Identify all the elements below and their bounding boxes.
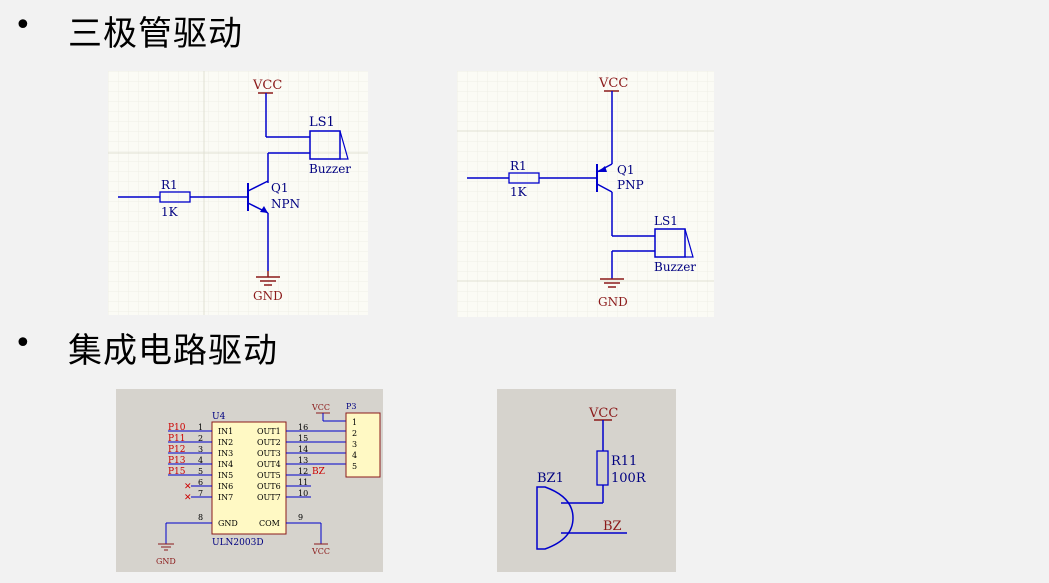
uln-connector-pin: 5 bbox=[352, 462, 357, 471]
uln-in-name: IN4 bbox=[218, 460, 233, 469]
pnp-schematic: VCC R1 1K Q1 PNP LS1 Buzzer GND bbox=[457, 71, 714, 317]
uln-in-pin: 7 bbox=[198, 489, 203, 498]
pnp-resistor-val: 1K bbox=[510, 185, 528, 199]
npn-vcc-label: VCC bbox=[252, 78, 282, 93]
uln-in-pin: 2 bbox=[198, 434, 203, 443]
uln-no-connect: ✕ bbox=[184, 482, 192, 492]
pnp-vcc-label: VCC bbox=[598, 76, 628, 91]
npn-gnd-label: GND bbox=[253, 289, 283, 303]
uln-out-pin: 16 bbox=[298, 423, 308, 432]
npn-speaker-symbol bbox=[309, 130, 341, 160]
uln-com-name: COM bbox=[259, 519, 280, 528]
pnp-transistor-type: PNP bbox=[617, 178, 644, 192]
uln-in-net: P15 bbox=[168, 467, 186, 477]
uln-out-name: OUT6 bbox=[257, 482, 281, 491]
uln-output-wires bbox=[286, 430, 346, 498]
uln-out-pin: 14 bbox=[298, 445, 308, 454]
uln-chip-name: ULN2003D bbox=[212, 538, 264, 548]
uln-out-name: OUT1 bbox=[257, 427, 281, 436]
pnp-speaker-symbol bbox=[654, 228, 686, 258]
uln-vcc-bottom: VCC bbox=[311, 547, 330, 556]
pnp-resistor-ref: R1 bbox=[510, 159, 527, 173]
bz-vcc-label: VCC bbox=[588, 406, 618, 421]
npn-transistor-type: NPN bbox=[271, 197, 300, 211]
npn-resistor-val: 1K bbox=[161, 205, 179, 219]
bullet-2: • bbox=[14, 326, 32, 361]
uln-out-name: OUT3 bbox=[257, 449, 281, 458]
heading-ic-drive: 集成电路驱动 bbox=[68, 331, 278, 371]
uln-connector-pin: 1 bbox=[352, 418, 357, 427]
uln-connector-pin: 2 bbox=[352, 429, 357, 438]
uln-in-name: IN7 bbox=[218, 493, 233, 502]
buzzer-schematic: VCC R11 100R BZ1 BZ bbox=[497, 389, 676, 572]
uln-bz-net: BZ bbox=[312, 467, 325, 477]
uln-no-connect: ✕ bbox=[184, 493, 192, 503]
pnp-speaker-val: Buzzer bbox=[654, 260, 696, 274]
heading-transistor-drive: 三极管驱动 bbox=[68, 14, 243, 54]
uln-gnd-label: GND bbox=[156, 557, 176, 566]
uln-in-net: P10 bbox=[168, 423, 186, 433]
uln-in-name: IN5 bbox=[218, 471, 233, 480]
uln-vcc-top: VCC bbox=[311, 403, 330, 412]
uln-gnd-name: GND bbox=[218, 519, 238, 528]
uln-out-name: OUT5 bbox=[257, 471, 281, 480]
uln-out-pin: 10 bbox=[298, 489, 308, 498]
uln-out-pin: 12 bbox=[298, 467, 308, 476]
bz-resistor-ref: R11 bbox=[611, 454, 637, 469]
uln-in-pin: 5 bbox=[198, 467, 203, 476]
uln-in-net: P13 bbox=[168, 456, 186, 466]
uln-in-name: IN6 bbox=[218, 482, 233, 491]
bz-net-label: BZ bbox=[603, 519, 622, 534]
uln-connector-body bbox=[345, 412, 381, 478]
uln-out-name: OUT7 bbox=[257, 493, 281, 502]
uln-in-name: IN2 bbox=[218, 438, 233, 447]
uln-inputs bbox=[168, 430, 212, 498]
uln-in-net: P11 bbox=[168, 434, 186, 444]
npn-schematic: VCC LS1 Buzzer R1 1K Q1 NPN GND bbox=[108, 71, 368, 315]
pnp-transistor-ref: Q1 bbox=[617, 163, 634, 177]
uln-connector-pin: 4 bbox=[352, 451, 357, 460]
uln-out-name: OUT4 bbox=[257, 460, 281, 469]
uln-in-pin: 6 bbox=[198, 478, 203, 487]
uln-in-net: P12 bbox=[168, 445, 186, 455]
uln2003-schematic: U4 ULN2003D P10 P11 P12 P13 P15 ✕ ✕ 1 2 … bbox=[116, 389, 383, 572]
uln-out-pin: 13 bbox=[298, 456, 308, 465]
bz-buzzer-symbol bbox=[536, 486, 574, 550]
bullet-1: • bbox=[14, 8, 32, 43]
uln-in-pin: 1 bbox=[198, 423, 203, 432]
uln-in-name: IN3 bbox=[218, 449, 233, 458]
pnp-gnd-label: GND bbox=[598, 295, 628, 309]
uln-in-pin: 4 bbox=[198, 456, 203, 465]
uln-out-name: OUT2 bbox=[257, 438, 281, 447]
uln-in-name: IN1 bbox=[218, 427, 233, 436]
uln-gnd-pin: 8 bbox=[198, 513, 203, 522]
pnp-speaker-ref: LS1 bbox=[654, 214, 678, 228]
uln-connector-ref: P3 bbox=[346, 402, 356, 411]
bz-resistor-val: 100R bbox=[611, 471, 647, 486]
bz-buzzer-ref: BZ1 bbox=[537, 471, 564, 486]
npn-speaker-val: Buzzer bbox=[309, 162, 351, 176]
uln-out-pin: 15 bbox=[298, 434, 308, 443]
uln-connector-pin: 3 bbox=[352, 440, 357, 449]
bz-resistor-symbol bbox=[596, 450, 609, 486]
npn-resistor-ref: R1 bbox=[161, 178, 178, 192]
uln-chip-body bbox=[211, 421, 287, 535]
uln-com-pin: 9 bbox=[298, 513, 303, 522]
npn-transistor-ref: Q1 bbox=[271, 181, 288, 195]
npn-speaker-ref: LS1 bbox=[309, 115, 335, 130]
uln-chip-ref: U4 bbox=[212, 412, 226, 422]
uln-out-pin: 11 bbox=[298, 478, 308, 487]
uln-in-pin: 3 bbox=[198, 445, 203, 454]
